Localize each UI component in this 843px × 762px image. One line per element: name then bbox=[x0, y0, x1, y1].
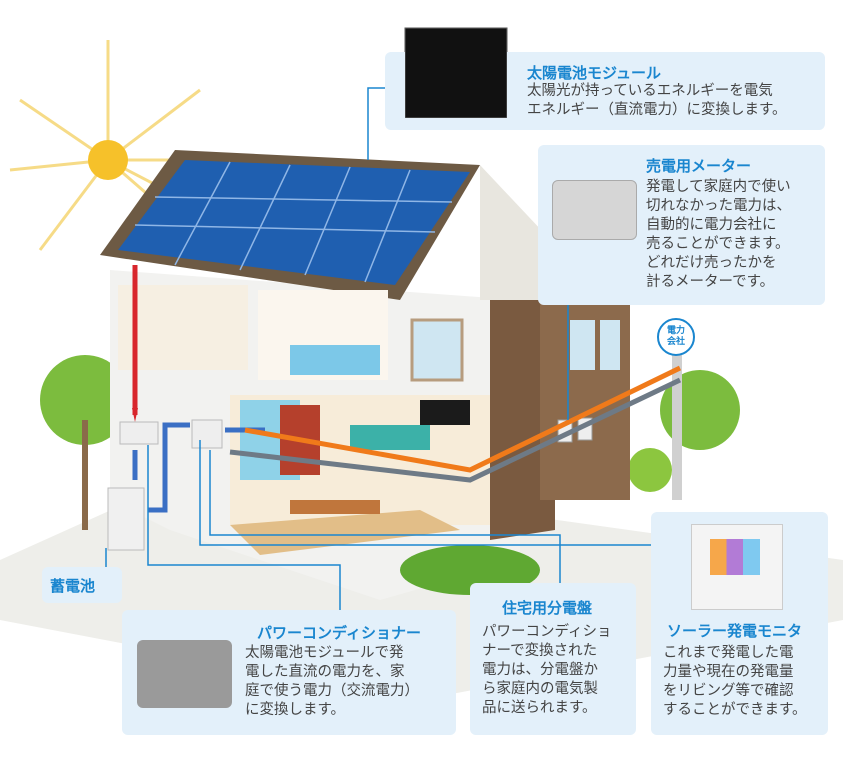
battery-unit bbox=[119, 421, 159, 445]
room-study bbox=[118, 285, 248, 370]
monitor-text: これまで発電した電 力量や現在の発電量 をリビング等で確認 することができます。 bbox=[663, 645, 807, 718]
monitor-callout: ソーラー発電モニタ これまで発電した電 力量や現在の発電量 をリビング等で確認 … bbox=[651, 512, 828, 735]
distribution-board-title: 住宅用分電盤 bbox=[502, 599, 593, 617]
meter-text: 発電して家庭内で使い 切れなかった電力は、 自動的に電力会社に 売ることができま… bbox=[646, 179, 791, 290]
utility-company-badge: 電力 会社 bbox=[657, 318, 695, 356]
ac-arrow bbox=[148, 422, 190, 513]
solar-panels bbox=[118, 160, 470, 285]
storage-battery bbox=[107, 487, 145, 551]
power-conditioner-image bbox=[137, 640, 232, 708]
sell-arrow bbox=[244, 365, 682, 473]
battery-callout: 蓄電池 bbox=[42, 567, 122, 603]
hedge bbox=[400, 545, 540, 595]
solar-module-text: 太陽光が持っているエネルギーを電気 エネルギー（直流電力）に変換します。 bbox=[527, 83, 787, 118]
meter-image bbox=[552, 180, 637, 240]
monitor-image bbox=[691, 524, 783, 610]
meter-callout: 売電用メーター 発電して家庭内で使い 切れなかった電力は、 自動的に電力会社に … bbox=[538, 145, 825, 305]
distribution-board-callout: 住宅用分電盤 パワーコンディショ ナーで変換された 電力は、分電盤か ら家庭内の… bbox=[470, 583, 636, 735]
tree-left bbox=[40, 355, 130, 445]
power-conditioner-callout: パワーコンディショナー 太陽電池モジュールで発 電した直流の電力を、家 庭で使う… bbox=[122, 610, 456, 735]
meter-title: 売電用メーター bbox=[646, 157, 752, 175]
annex-wall bbox=[490, 300, 555, 540]
battery-title: 蓄電池 bbox=[50, 577, 96, 595]
solar-module-title: 太陽電池モジュール bbox=[527, 64, 661, 82]
connector-lines bbox=[105, 87, 652, 612]
power-conditioner-unit bbox=[191, 419, 223, 449]
buy-arrow bbox=[229, 377, 682, 483]
utility-pole bbox=[672, 340, 682, 500]
solar-module-image bbox=[405, 28, 507, 118]
power-conditioner-title: パワーコンディショナー bbox=[257, 624, 421, 642]
monitor-title: ソーラー発電モニタ bbox=[667, 622, 803, 640]
power-conditioner-text: 太陽電池モジュールで発 電した直流の電力を、家 庭で使う電力（交流電力） に変換… bbox=[245, 645, 419, 718]
distribution-board-text: パワーコンディショ ナーで変換された 電力は、分電盤か ら家庭内の電気製 品に送… bbox=[482, 624, 612, 716]
